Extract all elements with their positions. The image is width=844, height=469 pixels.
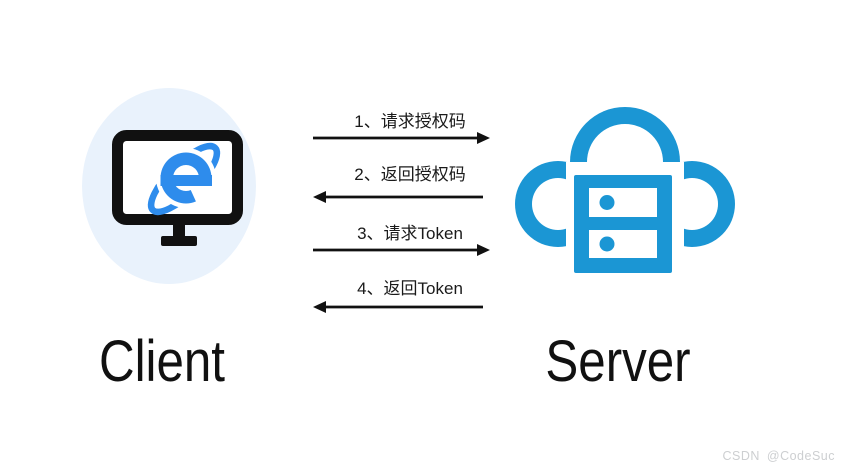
rack-led-bottom <box>599 236 615 252</box>
flow-label-2: 2、返回授权码 <box>354 165 466 184</box>
rack-led-top <box>599 195 615 210</box>
cloud-server-icon <box>515 107 735 285</box>
arrowhead-left-icon <box>313 301 326 313</box>
flow-label-4: 4、返回Token <box>357 279 463 298</box>
flow-arrow-1-right <box>313 132 490 144</box>
flow-arrow-4-left <box>313 301 483 313</box>
flow-arrow-2-left <box>313 191 483 203</box>
ie-e-crossbar <box>160 175 212 186</box>
ie-e-opening <box>188 184 219 211</box>
watermark-brand: CSDN <box>722 449 760 463</box>
flow-label-3: 3、请求Token <box>357 224 463 243</box>
client-label: Client <box>98 329 226 394</box>
flow-label-1: 1、请求授权码 <box>354 112 466 131</box>
flow-arrows <box>313 132 490 313</box>
watermark: CSDN @CodeSuc <box>722 449 835 463</box>
arrowhead-right-icon <box>477 244 490 256</box>
arrowhead-left-icon <box>313 191 326 203</box>
server-label: Server <box>545 329 691 394</box>
client-monitor-icon <box>112 130 243 246</box>
ie-browser-icon <box>147 142 221 216</box>
flow-arrow-3-right <box>313 244 490 256</box>
arrowhead-right-icon <box>477 132 490 144</box>
server-rack <box>574 175 672 273</box>
rack-bay-bottom <box>589 230 657 258</box>
rack-bay-top <box>589 188 657 217</box>
monitor-stand-base <box>161 236 197 246</box>
monitor-stand-neck <box>173 222 185 240</box>
watermark-user: @CodeSuc <box>766 449 835 463</box>
